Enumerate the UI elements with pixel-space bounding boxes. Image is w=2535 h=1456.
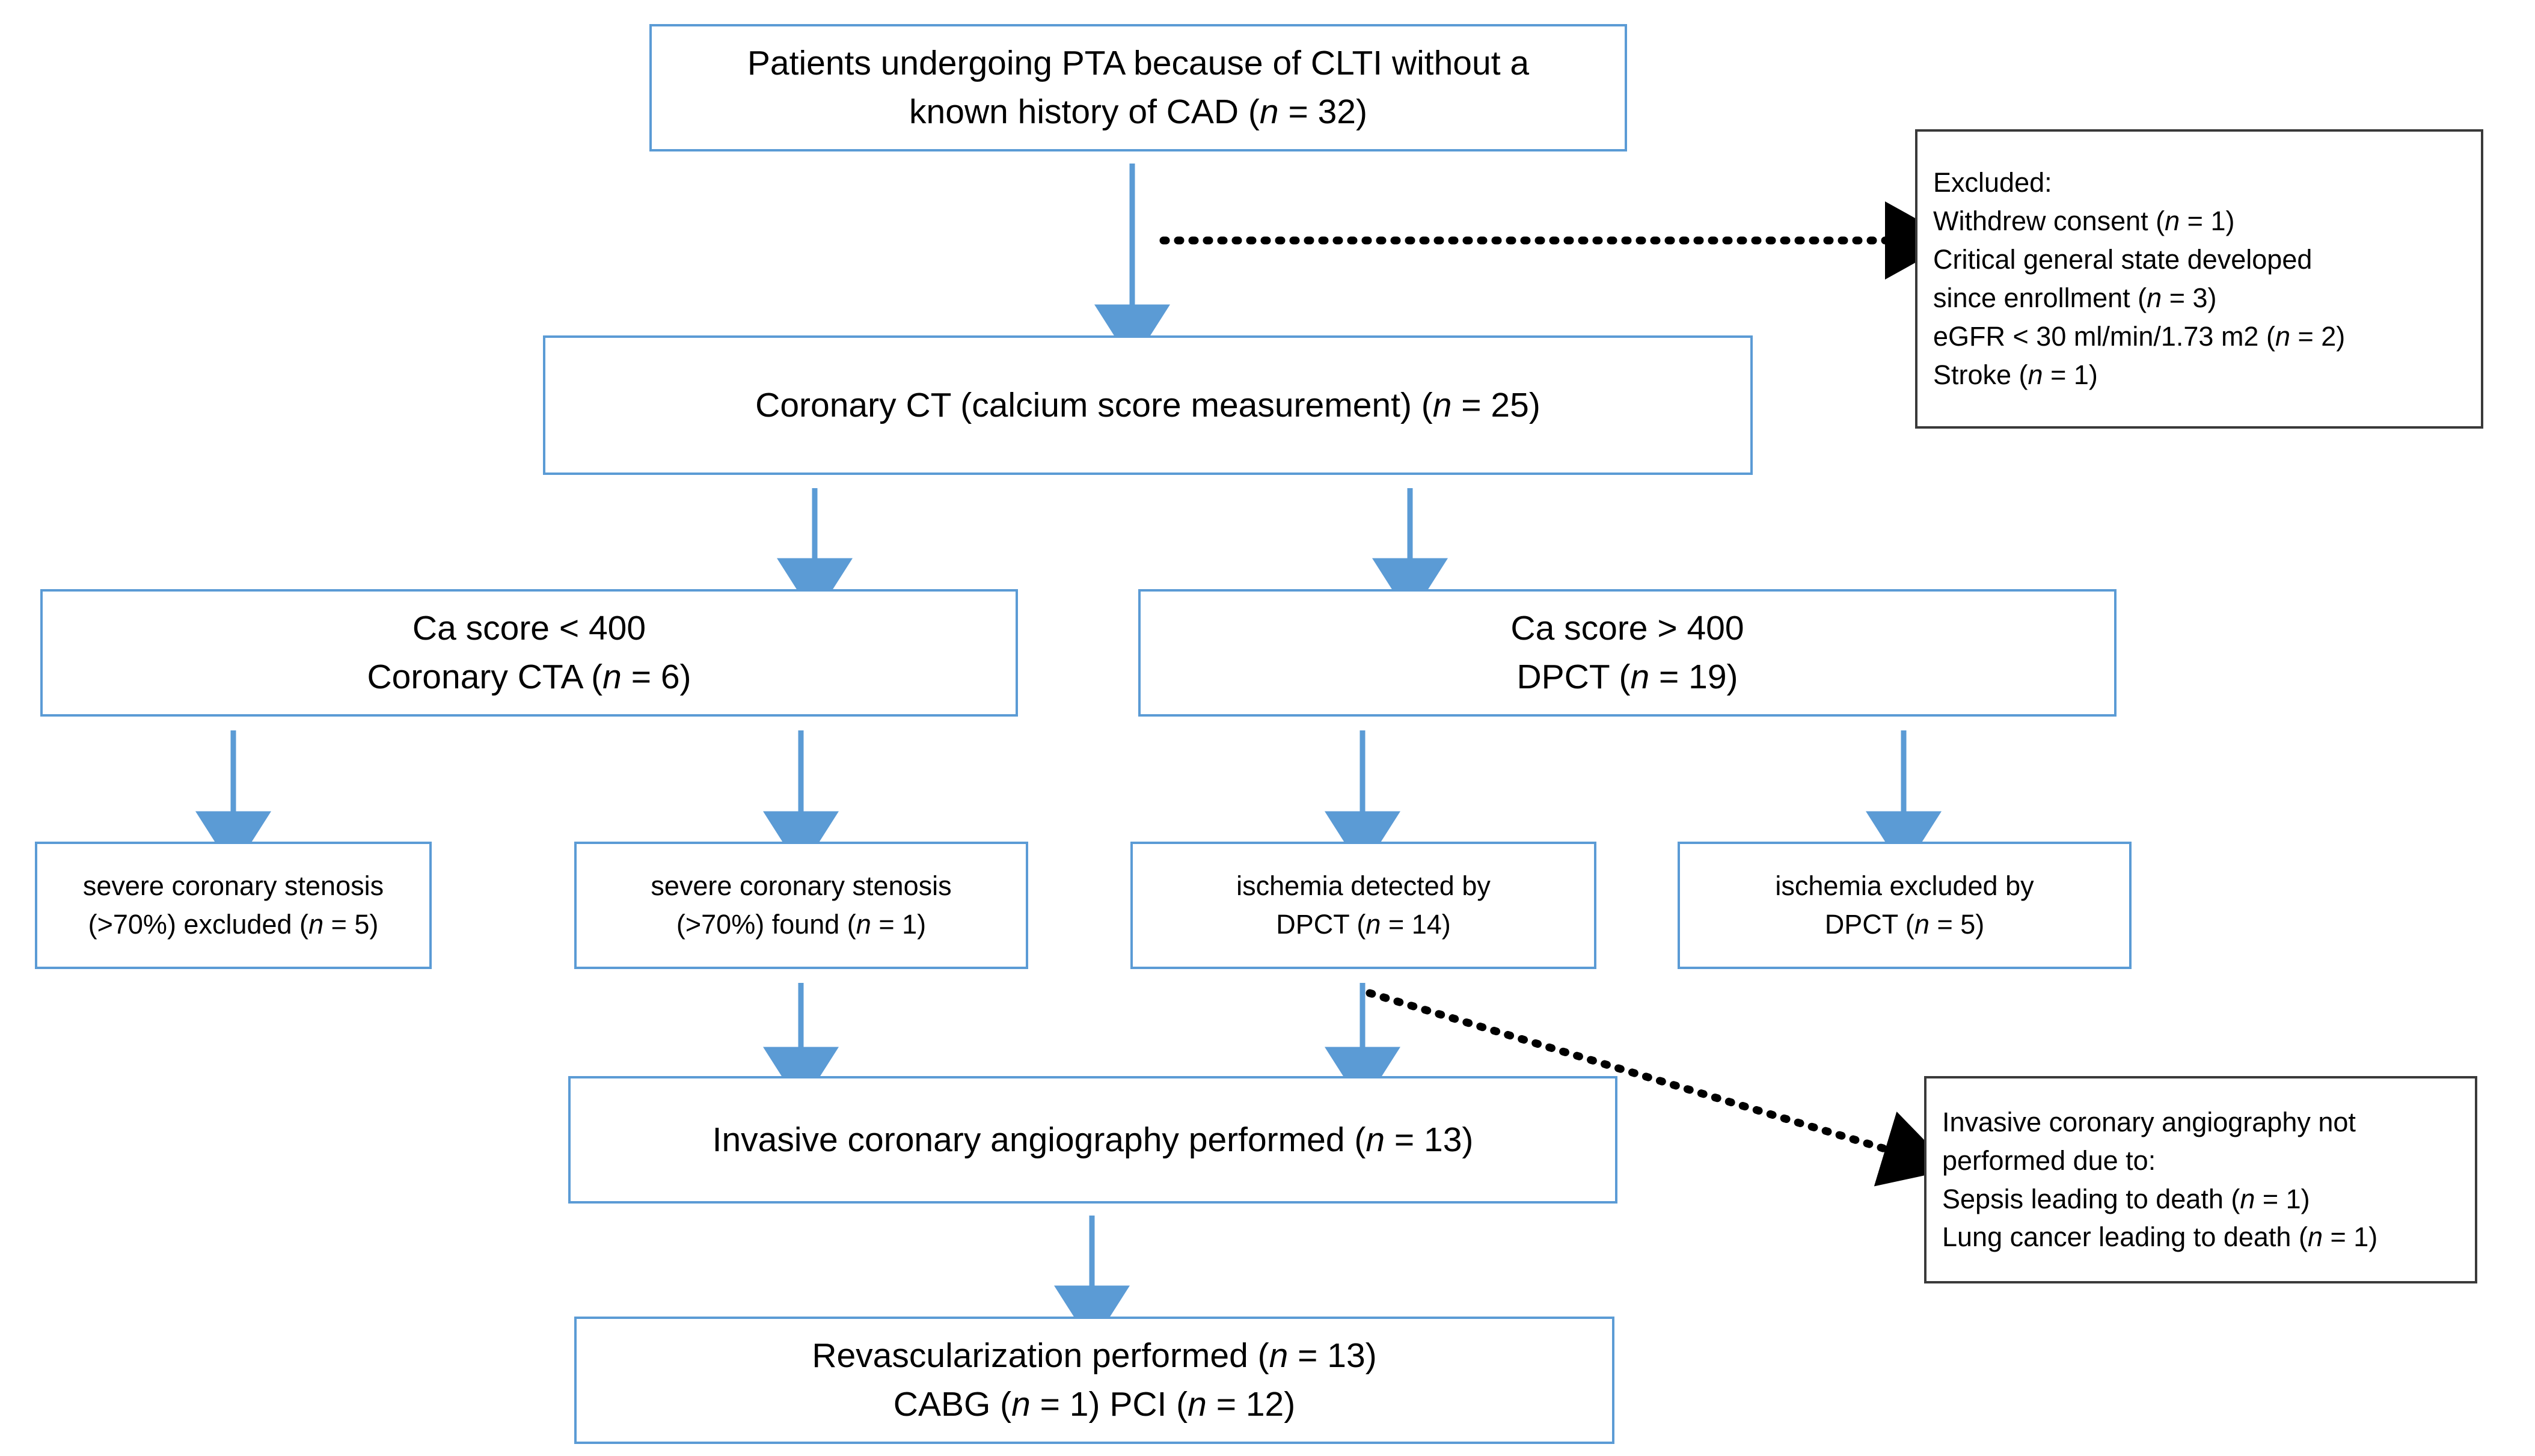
ca-score-low-box: Ca score < 400 Coronary CTA (n = 6) <box>40 589 1018 717</box>
ischemia-excluded-line-1: ischemia excluded by <box>1775 870 2034 902</box>
excluded-line-6: Stroke (n = 1) <box>1933 359 2098 390</box>
ca-score-high-box: Ca score > 400 DPCT (n = 19) <box>1138 589 2117 717</box>
ischemia-excluded-box: ischemia excluded by DPCT (n = 5) <box>1678 842 2132 969</box>
ca-score-high-line-1: Ca score > 400 <box>1510 609 1744 648</box>
ischemia-detected-line-2: DPCT (n = 14) <box>1276 909 1451 940</box>
ischemia-detected-box: ischemia detected by DPCT (n = 14) <box>1130 842 1596 969</box>
ischemia-excluded-line-2: DPCT (n = 5) <box>1824 909 1985 940</box>
stenosis-found-line-2: (>70%) found (n = 1) <box>676 909 927 940</box>
revascularization-line-2: CABG (n = 1) PCI (n = 12) <box>893 1385 1296 1424</box>
ica-not-performed-line-4: Lung cancer leading to death (n = 1) <box>1942 1222 2378 1253</box>
excluded-line-2: Withdrew consent (n = 1) <box>1933 206 2235 237</box>
invasive-angiography-not-performed-box: Invasive coronary angiography not perfor… <box>1924 1076 2477 1283</box>
ica-not-performed-line-2: performed due to: <box>1942 1145 2156 1176</box>
ca-score-low-line-2: Coronary CTA (n = 6) <box>367 658 691 696</box>
enrolled-line-2: known history of CAD (n = 32) <box>909 93 1367 131</box>
enrolled-patients-box: Patients undergoing PTA because of CLTI … <box>649 24 1627 151</box>
ischemia-detected-line-1: ischemia detected by <box>1236 870 1491 902</box>
coronary-ct-box: Coronary CT (calcium score measurement) … <box>543 335 1753 475</box>
revascularization-line-1: Revascularization performed (n = 13) <box>812 1336 1377 1375</box>
excluded-line-3: Critical general state developed <box>1933 244 2313 275</box>
stenosis-found-box: severe coronary stenosis (>70%) found (n… <box>574 842 1028 969</box>
ica-not-performed-line-1: Invasive coronary angiography not <box>1942 1106 2356 1137</box>
stenosis-found-line-1: severe coronary stenosis <box>651 870 952 902</box>
ica-not-performed-line-3: Sepsis leading to death (n = 1) <box>1942 1183 2310 1214</box>
excluded-line-1: Excluded: <box>1933 167 2052 198</box>
excluded-line-4: since enrollment (n = 3) <box>1933 283 2217 313</box>
ica-performed-line-1: Invasive coronary angiography performed … <box>712 1120 1474 1159</box>
stenosis-excluded-box: severe coronary stenosis (>70%) excluded… <box>35 842 432 969</box>
ca-score-high-line-2: DPCT (n = 19) <box>1516 658 1738 696</box>
stenosis-excluded-line-2: (>70%) excluded (n = 5) <box>88 909 379 940</box>
invasive-angiography-performed-box: Invasive coronary angiography performed … <box>568 1076 1617 1204</box>
enrolled-line-1: Patients undergoing PTA because of CLTI … <box>747 44 1530 83</box>
stenosis-excluded-line-1: severe coronary stenosis <box>82 870 384 902</box>
excluded-line-5: eGFR < 30 ml/min/1.73 m2 (n = 2) <box>1933 320 2346 352</box>
excluded-box: Excluded: Withdrew consent (n = 1) Criti… <box>1915 129 2483 429</box>
revascularization-box: Revascularization performed (n = 13) CAB… <box>574 1317 1614 1444</box>
ca-score-low-line-1: Ca score < 400 <box>412 609 646 648</box>
coronary-ct-line-1: Coronary CT (calcium score measurement) … <box>755 385 1540 424</box>
